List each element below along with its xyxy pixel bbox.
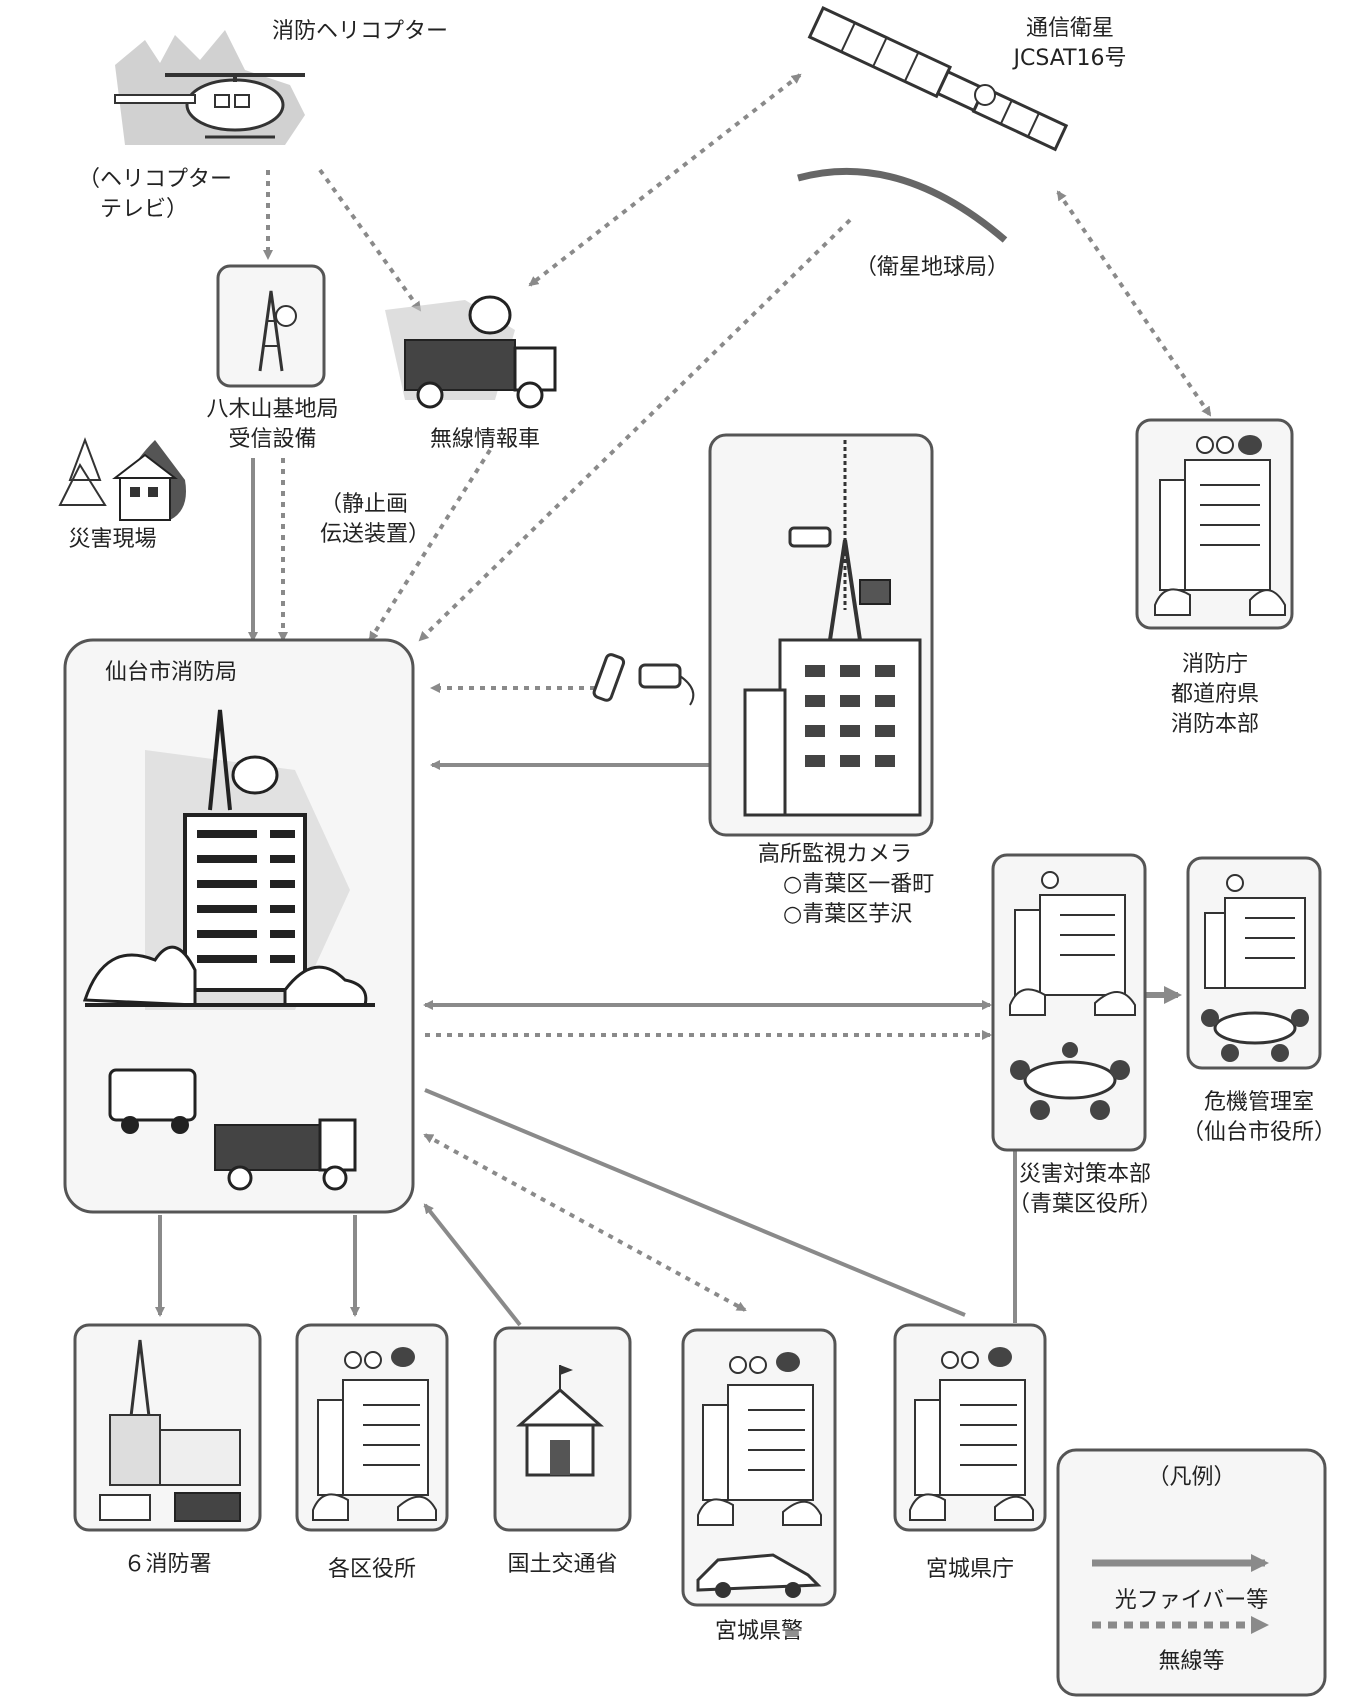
sendai-fire-building-icon	[82, 709, 375, 1010]
yagiyama-icon	[216, 264, 326, 388]
legend-solid-label: 光ファイバー等	[1114, 1588, 1269, 1613]
yagiyama-label: 八木山基地局 受信設備	[206, 397, 339, 452]
crisis-room-label: 危機管理室 （仙台市役所）	[1181, 1090, 1336, 1145]
camera-tower-icon	[743, 440, 922, 817]
link-heli-radiocar	[318, 168, 422, 312]
fire-station-icon	[99, 1339, 241, 1522]
legend-dotted-label: 無線等	[1158, 1649, 1225, 1674]
meeting-room-icon	[1010, 1042, 1130, 1120]
camera-label: 高所監視カメラ	[757, 842, 912, 867]
police-car-icon	[696, 1553, 822, 1598]
pref-office-label: 宮城県庁	[925, 1557, 1014, 1582]
disaster-site-icon	[58, 437, 186, 521]
ward-offices-label: 各区役所	[327, 1557, 416, 1582]
helicopter-icon	[114, 30, 305, 145]
mobile-camera-icon	[592, 653, 695, 706]
disaster-site-label: 災害現場	[68, 527, 157, 552]
satellite-icon	[807, 6, 1069, 152]
link-sat-fireagency	[1056, 190, 1212, 417]
police-label: 宮城県警	[714, 1619, 803, 1644]
ambulance-icon	[108, 1068, 197, 1134]
mlit-label: 国土交通省	[507, 1552, 618, 1577]
link-mlit-sendai	[423, 1203, 522, 1327]
radio-car-label: 無線情報車	[429, 427, 540, 452]
radio-car-icon	[385, 295, 557, 409]
fire-truck-icon	[214, 1118, 357, 1191]
ward-office-building-icon	[312, 1347, 437, 1521]
fire-stations-label: ６消防署	[123, 1552, 212, 1577]
pref-office-building-icon	[909, 1347, 1034, 1521]
connections	[155, 73, 1212, 1327]
satellite-label: 通信衛星 JCSAT16号	[1013, 16, 1127, 71]
camera-sites-label: ○青葉区一番町 ○青葉区芋沢	[783, 872, 935, 927]
legend-title: （凡例）	[1147, 1465, 1236, 1490]
earth-station-label: （衛星地球局）	[855, 255, 1010, 280]
crisis-room-building-icon	[1201, 874, 1309, 1062]
link-sat-radiocar	[528, 73, 802, 287]
sendai-fire-label: 仙台市消防局	[105, 660, 238, 685]
still-image-label: （静止画 伝送装置）	[320, 492, 431, 547]
helicopter-label: 消防ヘリコプター	[272, 19, 449, 44]
link-radiocar-sendai	[368, 448, 492, 642]
fire-agency-building-icon	[1154, 435, 1286, 616]
link-sendai-police	[423, 1133, 747, 1312]
fire-agency-label: 消防庁 都道府県 消防本部	[1170, 652, 1259, 737]
mlit-building-icon	[516, 1365, 604, 1477]
link-sendai-pref	[424, 1088, 966, 1317]
disaster-hq-label: 災害対策本部 （青葉区役所）	[1007, 1162, 1162, 1217]
police-building-icon	[697, 1352, 822, 1526]
disaster-hq-building-icon	[1009, 871, 1136, 1016]
link-earth-sendai	[418, 218, 852, 642]
helicopter-tv-label: （ヘリコプター テレビ）	[78, 167, 233, 222]
earth-station-arc	[797, 167, 1008, 243]
